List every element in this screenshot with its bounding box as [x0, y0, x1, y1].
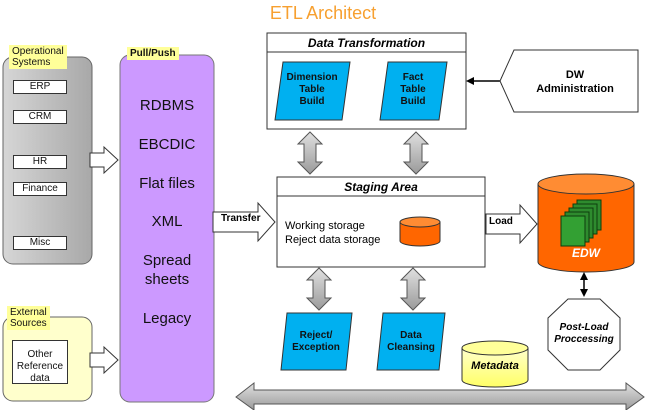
doc-finance: Finance — [13, 182, 67, 196]
reject-exception-shape — [280, 312, 353, 371]
doc-crm: CRM — [13, 110, 67, 124]
data-cleansing-label: Data Cleansing — [387, 330, 435, 353]
load-arrow — [485, 203, 538, 245]
transform-staging-arrow-left — [296, 131, 324, 175]
staging-working-storage: Working storage — [285, 220, 365, 232]
pull-push-caption: Pull/Push — [127, 47, 179, 60]
edw-label: EDW — [572, 246, 600, 260]
staging-area-box — [276, 176, 486, 268]
reject-exception-label: Reject/ Exception — [292, 330, 340, 353]
external-sources-caption: External Sources — [7, 306, 50, 330]
pullpush-item-xml: XML — [151, 213, 183, 230]
fact-table-build-label: Fact Table Build — [400, 72, 426, 107]
transfer-arrow — [212, 201, 276, 243]
doc-hr: HR — [13, 155, 67, 169]
doc-other-reference-data: Other Reference data — [12, 340, 68, 384]
pullpush-item-rdbms: RDBMS — [139, 97, 195, 114]
page-title: ETL Architect — [269, 3, 377, 23]
staging-area-title: Staging Area — [344, 180, 418, 194]
doc-misc: Misc — [13, 236, 67, 250]
bottom-horizontal-arrow — [235, 381, 645, 410]
dimension-table-build-label: Dimension Table Build — [286, 72, 338, 107]
staging-cleansing-arrow — [399, 267, 427, 311]
metadata-cylinder — [461, 348, 529, 388]
staging-reject-arrow — [305, 267, 333, 311]
staging-storage-icon — [399, 222, 441, 247]
operational-to-pullpush-arrow — [89, 145, 119, 175]
post-load-processing-label: Post-Load Proccessing — [554, 322, 614, 345]
fact-table-build-shape — [379, 61, 448, 121]
dw-administration-shape — [499, 49, 639, 113]
staging-reject-storage: Reject data storage — [285, 234, 381, 246]
transfer-label: Transfer — [221, 213, 261, 224]
external-to-pullpush-arrow — [89, 345, 119, 375]
pullpush-item-spreadsheets: Spread sheets — [142, 252, 192, 288]
transform-staging-arrow-right — [402, 131, 430, 175]
dw-administration-label: DW Administration — [536, 69, 614, 95]
metadata-label: Metadata — [471, 360, 519, 372]
pullpush-item-ebcdic: EBCDIC — [138, 136, 196, 153]
dimension-table-build-shape — [274, 61, 351, 121]
post-load-processing-shape — [547, 298, 621, 371]
data-transformation-title: Data Transformation — [307, 36, 426, 50]
pullpush-item-flat-files: Flat files — [139, 175, 195, 192]
edw-cubes-icon — [560, 199, 602, 247]
pullpush-item-legacy: Legacy — [142, 310, 192, 327]
data-cleansing-shape — [376, 312, 446, 371]
operational-systems-caption: Operational Systems — [9, 45, 67, 69]
doc-erp: ERP — [13, 80, 67, 94]
load-label: Load — [489, 216, 513, 227]
